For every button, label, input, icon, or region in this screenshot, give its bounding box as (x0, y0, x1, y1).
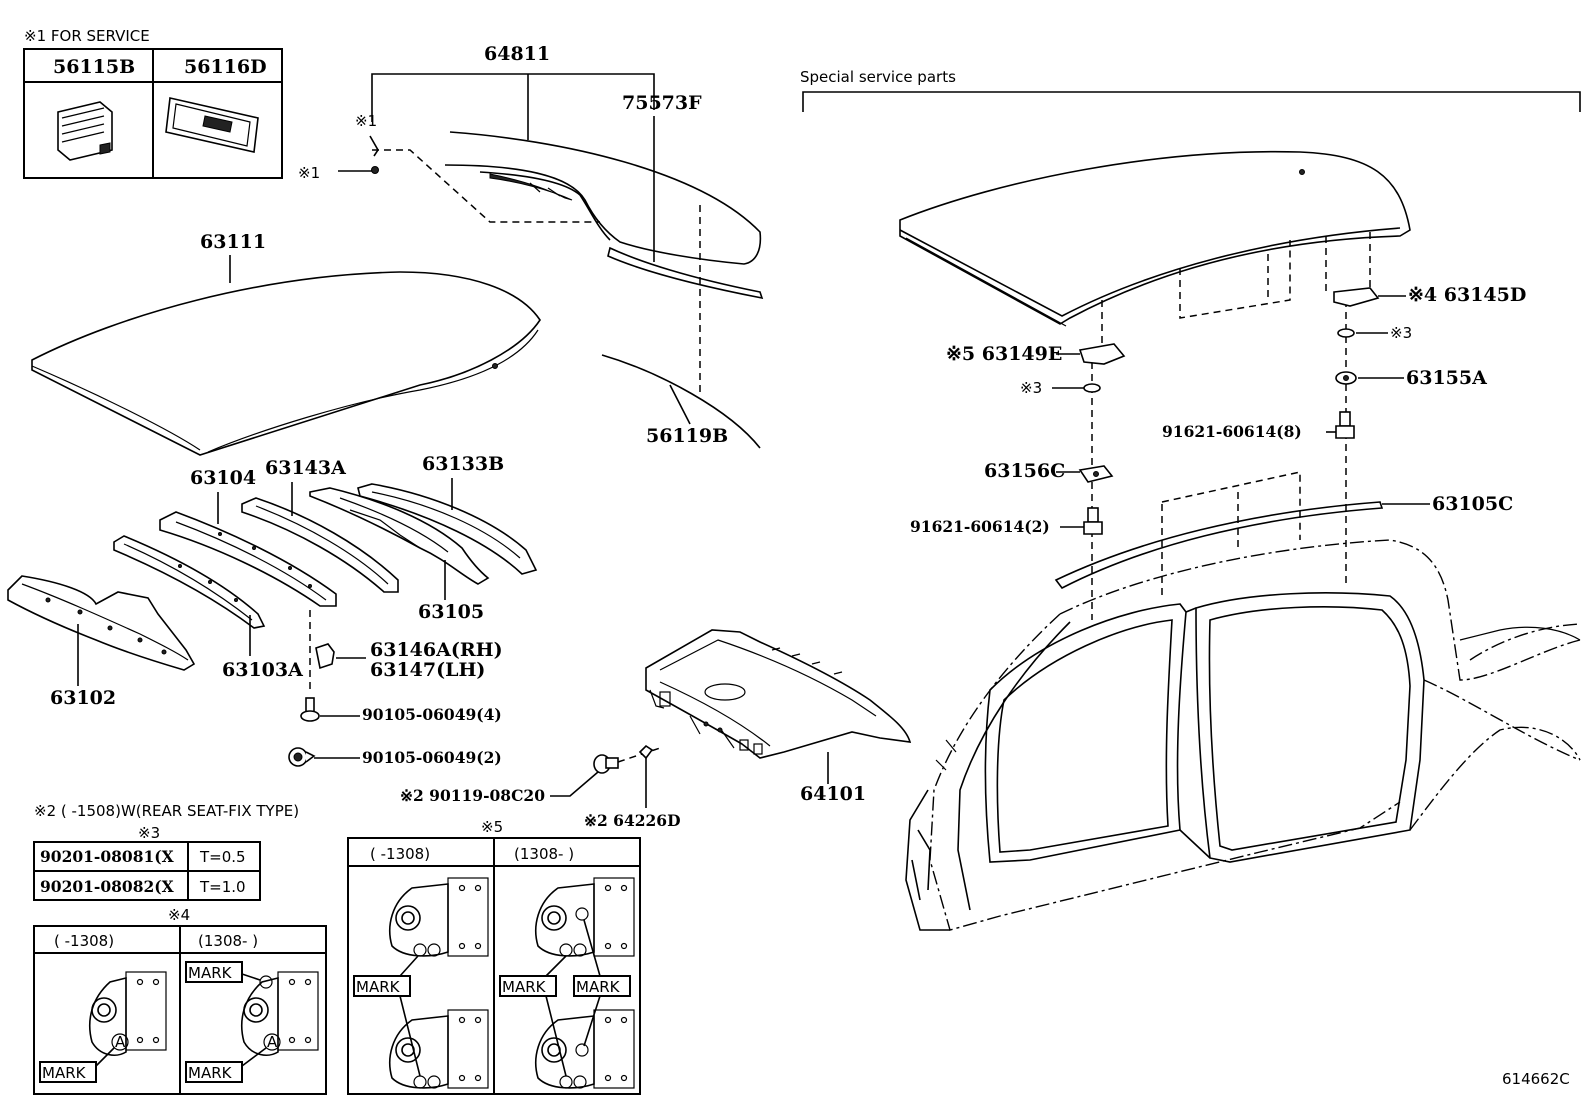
note4-table: ( -1308) (1308- ) A MARK A (33, 925, 327, 1095)
note4-mark-1: MARK (42, 1064, 87, 1082)
callout-63104: 63104 (190, 467, 256, 489)
callout-63103a: 63103A (222, 659, 303, 681)
note2-text: ※2 ( -1508)W(REAR SEAT-FIX TYPE) (34, 802, 299, 820)
callout-91621-b: 91621-60614(2) (910, 517, 1050, 536)
callout-63143a: 63143A (265, 457, 346, 479)
roof-bow-63103a (113, 535, 266, 629)
note5-table: ( -1308) (1308- ) MARK (347, 837, 641, 1095)
callout-90105-b: 90105-06049(2) (362, 748, 502, 767)
roof-bow-63133b (357, 483, 538, 575)
bolt-90119-08c20 (593, 754, 619, 774)
retainer-63145d (1333, 287, 1380, 307)
callout-63111: 63111 (200, 231, 266, 253)
moulding-56119b (601, 354, 761, 449)
mark1-label-a: ※1 (355, 112, 377, 130)
callout-64226d: ※2 64226D (584, 811, 681, 830)
note4-title: ※4 (168, 906, 190, 924)
svg-text:A: A (115, 1033, 126, 1051)
retainer-63149e (1078, 343, 1126, 365)
windshield-glass (372, 131, 764, 395)
note3-part-1: 90201-08081(X (40, 847, 175, 866)
note4-mark-3: MARK (188, 1064, 233, 1082)
reinforcement-63105c (1054, 501, 1384, 590)
callout-90119: ※2 90119-08C20 (400, 786, 545, 805)
note3-table: 90201-08081(X T=0.5 90201-08082(X T=1.0 (33, 841, 261, 901)
callout-63156c: 63156C (984, 460, 1065, 482)
callout-64101: 64101 (800, 783, 866, 805)
svg-text:A: A (267, 1033, 278, 1051)
note5-period-after: (1308- ) (514, 845, 574, 863)
roof-bow-63104 (159, 511, 337, 607)
note5-mark-3: MARK (576, 978, 621, 996)
roof-header-63102 (7, 575, 196, 671)
body-side-panel (905, 539, 1581, 931)
callout-63145d: ※4 63145D (1408, 284, 1526, 306)
callout-90105-a: 90105-06049(4) (362, 705, 502, 724)
callout-63147: 63147(LH) (370, 659, 485, 681)
note5-title: ※5 (481, 818, 503, 836)
for-service-box: ※1 FOR SERVICE 56115B 56116D (23, 27, 283, 179)
callout-63102: 63102 (50, 687, 116, 709)
roof-panel-special (899, 150, 1411, 327)
nut-63155a (1335, 371, 1357, 385)
service-part-56115b: 56115B (53, 56, 135, 78)
callout-63105c: 63105C (1432, 493, 1513, 515)
bracket-63146a (315, 643, 335, 670)
callout-63105: 63105 (418, 601, 484, 623)
note3-part-2: 90201-08082(X (40, 877, 175, 896)
note5-period-before: ( -1308) (370, 845, 430, 863)
callout-91621-a: 91621-60614(8) (1162, 422, 1302, 441)
for-service-note: ※1 FOR SERVICE (24, 27, 150, 45)
callout-56119b: 56119B (646, 425, 728, 447)
washer-right (1337, 328, 1355, 338)
service-part-56116d: 56116D (184, 56, 267, 78)
note3-spec-2: T=1.0 (199, 878, 246, 896)
callout-63155a: 63155A (1406, 367, 1487, 389)
note5-mark-1: MARK (356, 978, 401, 996)
note5-retainers-after (535, 877, 635, 1089)
nameplate-part-icon (165, 97, 259, 153)
bolt-91621-a (1335, 411, 1355, 439)
roof-bow-63105 (309, 487, 490, 585)
note3-title: ※3 (138, 824, 160, 842)
note4-period-before: ( -1308) (54, 932, 114, 950)
callout-75573f: 75573F (622, 92, 702, 114)
mark3-label-b: ※3 (1390, 324, 1412, 342)
mark3-label-a: ※3 (1020, 379, 1042, 397)
note4-retainer-after: A (240, 971, 319, 1056)
note4-mark-2: MARK (188, 964, 233, 982)
washer-left (1083, 383, 1101, 393)
callout-64811: 64811 (484, 43, 550, 65)
clip-90105-b (288, 747, 316, 767)
callout-63149e: ※5 63149E (946, 343, 1062, 365)
roof-panel-63111 (31, 271, 541, 456)
package-tray-64101 (645, 629, 912, 759)
note3-spec-1: T=0.5 (199, 848, 246, 866)
nut-63156c (1078, 465, 1114, 483)
special-service-label: Special service parts (800, 68, 956, 86)
callout-63133b: 63133B (422, 453, 504, 475)
note5-mark-2: MARK (502, 978, 547, 996)
mark1-label-b: ※1 (298, 164, 320, 182)
note4-retainer-before: A (88, 971, 167, 1056)
bolt-90105-a (300, 697, 320, 722)
clip-part-icon (57, 101, 113, 161)
roof-bow-63143a (241, 497, 399, 593)
note4-period-after: (1308- ) (198, 932, 258, 950)
callout-63146a: 63146A(RH) (370, 639, 503, 661)
note5-retainers-before (389, 877, 489, 1089)
clip-64226d (638, 744, 654, 772)
diagram-id: 614662C (1502, 1070, 1570, 1088)
bolt-91621-b (1083, 507, 1103, 535)
